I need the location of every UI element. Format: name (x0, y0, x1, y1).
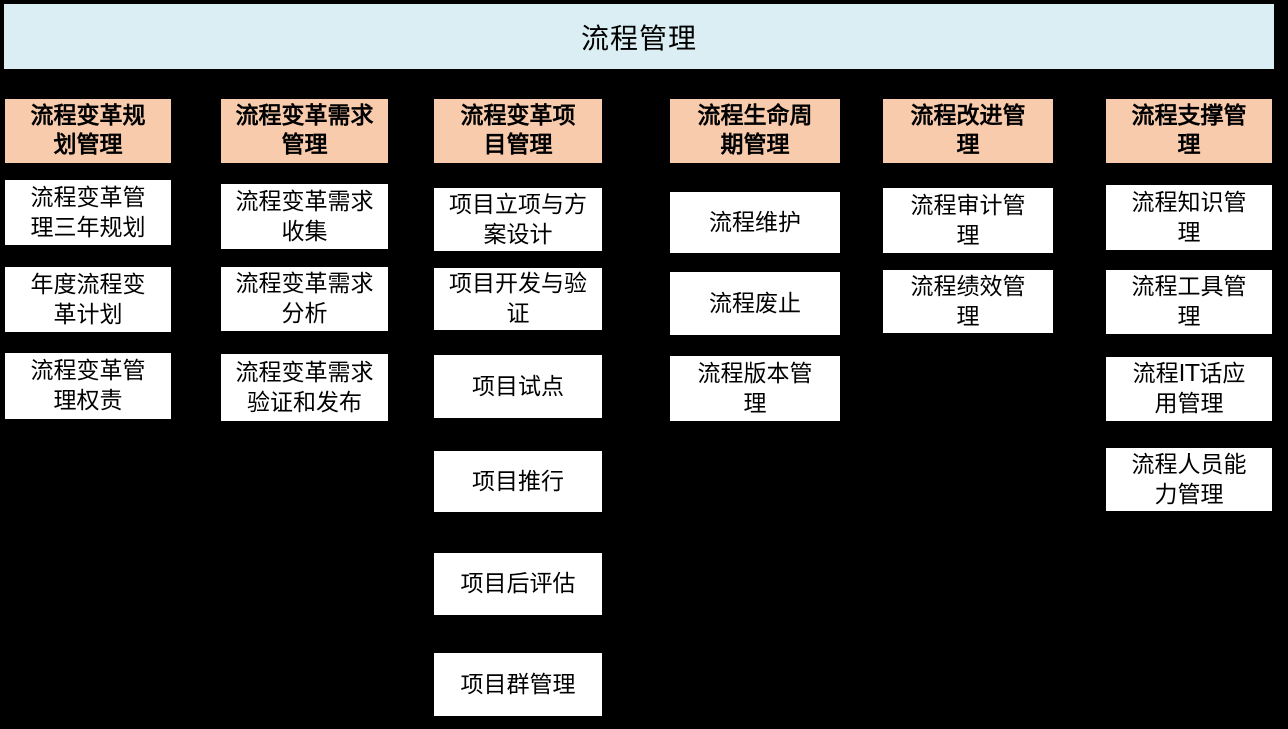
process-item: 流程IT话应 用管理 (1106, 357, 1272, 421)
diagram-title-banner: 流程管理 (4, 4, 1274, 69)
process-item: 项目后评估 (434, 553, 602, 615)
diagram-title: 流程管理 (580, 21, 697, 55)
process-item: 年度流程变 革计划 (5, 267, 171, 332)
column-header-6: 流程支撑管 理 (1106, 99, 1272, 163)
process-item: 项目立项与方 案设计 (434, 188, 602, 251)
process-item: 流程变革管 理三年规划 (5, 180, 171, 245)
process-item: 流程变革需求 收集 (221, 184, 388, 249)
process-item: 项目群管理 (434, 653, 602, 716)
process-item: 流程人员能 力管理 (1106, 448, 1272, 511)
process-item: 流程知识管 理 (1106, 185, 1272, 250)
process-item: 流程版本管 理 (670, 356, 840, 421)
process-item: 流程审计管 理 (883, 188, 1053, 253)
process-item: 流程废止 (670, 272, 840, 335)
process-item: 项目开发与验 证 (434, 268, 602, 330)
column-header-1: 流程变革规 划管理 (5, 99, 171, 163)
process-item: 流程变革需求 分析 (221, 267, 388, 331)
process-item: 流程维护 (670, 192, 840, 253)
process-item: 项目推行 (434, 451, 602, 512)
process-item: 项目试点 (434, 355, 602, 418)
column-header-5: 流程改进管 理 (883, 99, 1053, 163)
process-item: 流程工具管 理 (1106, 270, 1272, 334)
column-header-4: 流程生命周 期管理 (670, 99, 840, 163)
process-item: 流程变革需求 验证和发布 (221, 354, 388, 421)
process-item: 流程变革管 理权责 (5, 353, 171, 419)
column-header-3: 流程变革项 目管理 (434, 99, 602, 163)
process-item: 流程绩效管 理 (883, 270, 1053, 333)
column-header-2: 流程变革需求 管理 (221, 99, 388, 163)
